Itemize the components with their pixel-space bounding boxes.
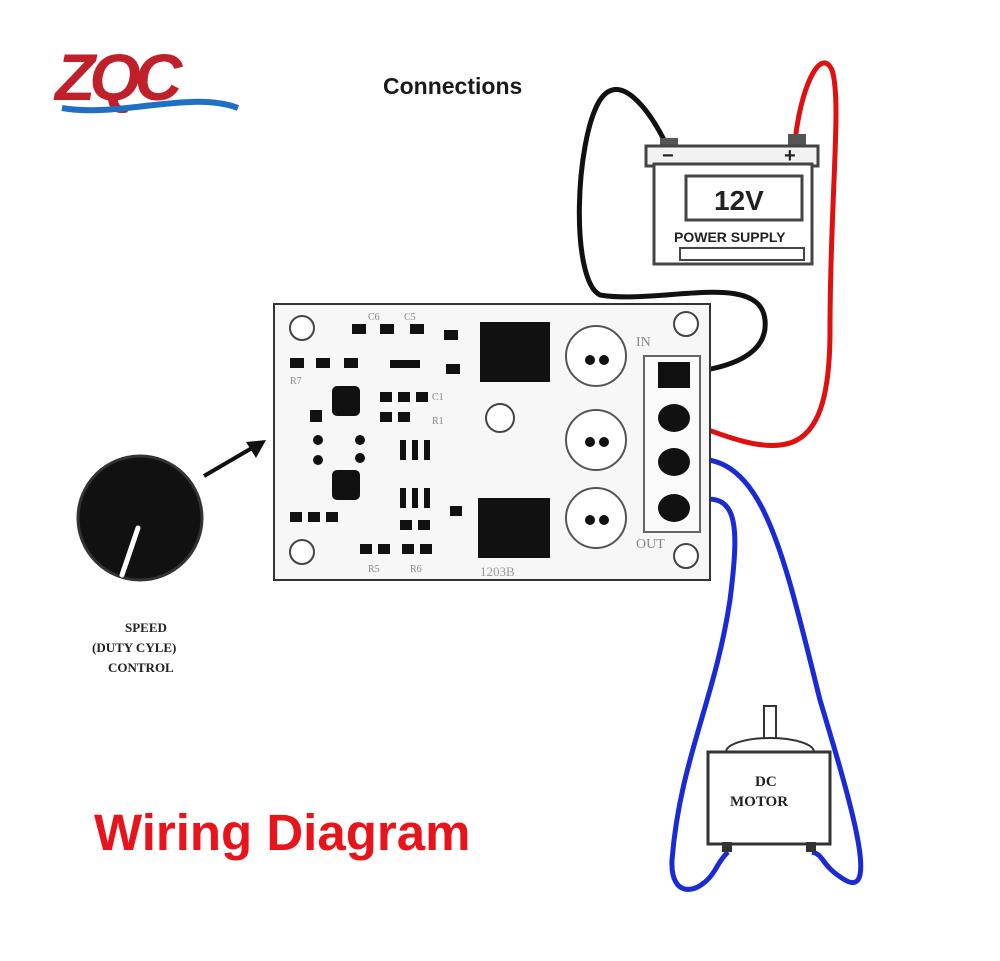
mount-hole (289, 539, 315, 565)
battery-negative-sign: − (662, 145, 674, 167)
battery-voltage: 12V (714, 185, 764, 216)
knob-rim (76, 454, 204, 582)
battery-pos-post (788, 134, 806, 146)
motor-body (706, 750, 832, 846)
knob-arrow-head (246, 440, 266, 458)
knob-label-line2: (DUTY CYLE) (92, 640, 176, 655)
component-label: R1 (432, 416, 444, 427)
capacitors (565, 325, 627, 549)
power-supply: − + 12V POWER SUPPLY (644, 134, 820, 266)
brand-logo: ZQC (53, 40, 240, 114)
mount-hole (485, 403, 515, 433)
component-label: C1 (432, 392, 444, 403)
positive-wire (677, 60, 839, 449)
battery-display (684, 174, 804, 222)
knob-label-line1: SPEED (125, 620, 167, 635)
speed-knob (76, 454, 204, 582)
logo-swoosh (61, 98, 240, 114)
component-label: R7 (290, 376, 302, 387)
battery-base-band (679, 247, 805, 261)
smd-components (290, 324, 462, 554)
component-label: C6 (368, 312, 380, 323)
motor-terminal (806, 842, 816, 852)
mount-hole (289, 315, 315, 341)
capacitor (565, 325, 627, 387)
motor-wire-2 (669, 496, 738, 892)
terminal-out-2 (658, 494, 690, 522)
board-out-label: OUT (636, 537, 665, 552)
component-label: C5 (404, 312, 416, 323)
mount-hole (673, 311, 699, 337)
board-model-label: 1203B (480, 564, 515, 579)
motor-label-line2: MOTOR (730, 794, 788, 810)
pwm-board: IN OUT 1203B C6 C5 R7 C1 R1 R5 R6 (273, 303, 711, 581)
knob-label-line3: CONTROL (108, 660, 174, 675)
terminal-in-positive (658, 404, 690, 432)
motor-wire-1 (675, 456, 864, 885)
terminal-in-negative (658, 362, 690, 388)
mount-hole (673, 543, 699, 569)
board-in-label: IN (636, 335, 651, 350)
terminal-out-1 (658, 448, 690, 476)
battery-label: POWER SUPPLY (674, 229, 786, 245)
motor-label-line1: DC (755, 774, 777, 790)
mosfet-chip (480, 322, 550, 382)
dc-motor: DC MOTOR (706, 705, 832, 852)
capacitor (565, 409, 627, 471)
capacitor (565, 487, 627, 549)
knob-body (78, 456, 202, 580)
motor-terminal (722, 842, 732, 852)
knob-arrow-line (202, 446, 254, 478)
battery-positive-sign: + (784, 145, 796, 167)
connections-heading: Connections (383, 73, 522, 99)
negative-wire (576, 87, 768, 377)
motor-shaft (763, 705, 777, 741)
knob-indicator (119, 525, 141, 578)
component-label: R5 (368, 564, 380, 575)
mosfet-chip (478, 498, 550, 558)
diagram-title: Wiring Diagram (94, 804, 470, 861)
component-label: R6 (410, 564, 422, 575)
